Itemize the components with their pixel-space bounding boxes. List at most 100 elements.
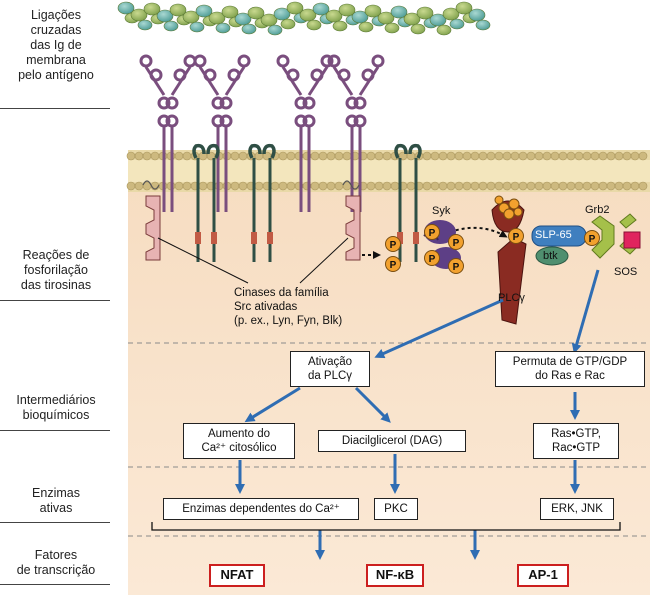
lipid-head bbox=[462, 151, 472, 161]
box-gtp-gdp-exchange: Permuta de GTP/GDP do Ras e Rac bbox=[495, 351, 645, 387]
lipid-head bbox=[182, 151, 192, 161]
lipid-head bbox=[254, 181, 264, 191]
ig-domain bbox=[149, 68, 163, 82]
label-transcription-factors: Fatores de transcrição bbox=[16, 548, 96, 577]
label-active-enzymes: Enzimas ativas bbox=[32, 486, 80, 515]
lipid-head bbox=[310, 181, 320, 191]
lipid-head bbox=[390, 181, 400, 191]
lipid-head bbox=[470, 151, 480, 161]
antigen bbox=[442, 7, 460, 21]
antigen bbox=[143, 2, 161, 16]
lipid-head bbox=[382, 151, 392, 161]
syk-label: Syk bbox=[432, 205, 451, 217]
src-kinases-note: Cinases da família Src ativadas (p. ex.,… bbox=[234, 287, 343, 327]
lipid-head bbox=[422, 151, 432, 161]
lipid-head bbox=[230, 181, 240, 191]
src-kinase-right bbox=[342, 180, 361, 261]
lipid-head bbox=[518, 151, 528, 161]
lipid-head bbox=[278, 151, 288, 161]
antigen bbox=[182, 10, 200, 24]
ig-domain bbox=[337, 68, 351, 82]
lipid-head bbox=[630, 181, 640, 191]
antigen bbox=[163, 20, 179, 32]
src-note-line bbox=[157, 237, 249, 284]
antigen bbox=[332, 20, 348, 32]
lipid-head bbox=[502, 181, 512, 191]
antigen bbox=[455, 1, 473, 15]
antigen bbox=[247, 6, 265, 20]
antigen bbox=[117, 1, 135, 15]
side-separator bbox=[0, 584, 110, 585]
phosphate-label: P bbox=[390, 260, 397, 271]
antigen bbox=[260, 13, 278, 27]
ig-alpha-beta bbox=[192, 143, 220, 262]
lipid-head bbox=[230, 151, 240, 161]
phosphate: P bbox=[448, 234, 464, 250]
plc-gamma bbox=[491, 195, 527, 325]
ig-domain bbox=[219, 96, 233, 110]
antigen bbox=[338, 3, 356, 17]
src-kinase-left bbox=[142, 180, 161, 261]
ig-domain bbox=[157, 114, 171, 128]
antigen bbox=[241, 23, 257, 35]
lipid-head bbox=[310, 151, 320, 161]
lipid-head bbox=[238, 181, 248, 191]
ig-domain bbox=[345, 96, 359, 110]
lipid-head bbox=[510, 181, 520, 191]
lipid-head bbox=[446, 151, 456, 161]
phosphate-label: P bbox=[429, 228, 436, 239]
lipid-head bbox=[606, 181, 616, 191]
ig-domain bbox=[173, 68, 187, 82]
lipid-head bbox=[342, 151, 352, 161]
side-separator bbox=[0, 108, 110, 109]
antigen bbox=[137, 19, 153, 31]
lipid-head bbox=[550, 151, 560, 161]
phosphate: P bbox=[448, 258, 464, 274]
antigen bbox=[280, 18, 296, 30]
lipid-head bbox=[574, 181, 584, 191]
lipid-head bbox=[126, 151, 136, 161]
ig-receptor bbox=[139, 54, 197, 212]
lipid-head bbox=[478, 181, 488, 191]
antigen bbox=[299, 8, 317, 22]
ig-receptor bbox=[193, 54, 251, 212]
phosphate: P bbox=[424, 224, 440, 240]
lipid-head bbox=[198, 181, 208, 191]
antigen bbox=[390, 5, 408, 19]
lipid-head bbox=[134, 181, 144, 191]
lipid-head bbox=[454, 181, 464, 191]
ig-domain bbox=[276, 54, 290, 68]
box-dag: Diacilglicerol (DAG) bbox=[318, 430, 466, 452]
ig-domain bbox=[302, 114, 316, 128]
phosphate-label: P bbox=[589, 234, 596, 245]
antigen bbox=[156, 9, 174, 23]
src-note-line bbox=[299, 237, 349, 284]
lipid-head bbox=[278, 181, 288, 191]
lipid-head bbox=[534, 181, 544, 191]
lipid-head bbox=[494, 181, 504, 191]
lipid-head bbox=[510, 151, 520, 161]
ig-domain bbox=[320, 54, 334, 68]
lipid-head bbox=[622, 151, 632, 161]
pathway-arrows bbox=[235, 269, 600, 560]
antigen bbox=[449, 18, 465, 30]
lipid-head bbox=[374, 181, 384, 191]
box-calcium-increase: Aumento do Ca²⁺ citosólico bbox=[183, 423, 295, 459]
lipid-head bbox=[174, 181, 184, 191]
antigen bbox=[364, 4, 382, 18]
lipid-head bbox=[582, 181, 592, 191]
ig-domain bbox=[139, 54, 153, 68]
phosphate-label: P bbox=[453, 238, 460, 249]
ig-domain bbox=[310, 68, 324, 82]
lipid-head bbox=[150, 151, 160, 161]
antigen bbox=[215, 22, 231, 34]
lipid-head bbox=[574, 151, 584, 161]
lipid-head bbox=[622, 181, 632, 191]
lipid-head bbox=[182, 181, 192, 191]
phosphate-label: P bbox=[453, 262, 460, 273]
ig-domain bbox=[294, 96, 308, 110]
ig-domain bbox=[203, 68, 217, 82]
lipid-head bbox=[558, 151, 568, 161]
lipid-head bbox=[542, 151, 552, 161]
ig-domain bbox=[371, 54, 385, 68]
